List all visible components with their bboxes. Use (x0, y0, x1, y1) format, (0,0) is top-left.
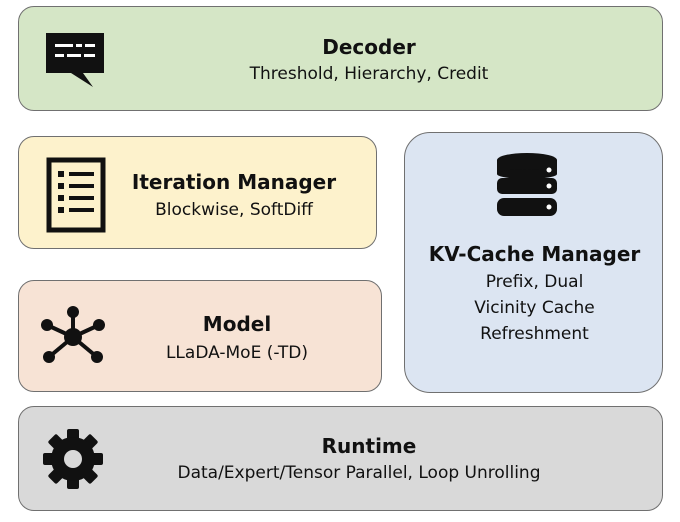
network-icon (41, 306, 105, 363)
model-subtitle: LLaDA-MoE (-TD) (165, 343, 309, 363)
kv-cache-line: Refreshment (480, 324, 589, 344)
kv-cache-manager-title: KV-Cache Manager (428, 242, 641, 266)
runtime-block: Runtime Data/Expert/Tensor Parallel, Loo… (18, 406, 663, 511)
iteration-manager-title: Iteration Manager (131, 170, 337, 194)
runtime-title: Runtime (321, 434, 417, 458)
kv-cache-manager-details: Prefix, Dual Vicinity Cache Refreshment (405, 269, 664, 347)
database-icon (497, 153, 557, 216)
gear-icon (43, 429, 103, 489)
kv-cache-line: Vicinity Cache (474, 298, 595, 318)
iteration-manager-block: Iteration Manager Blockwise, SoftDiff (18, 136, 377, 249)
message-icon (46, 33, 104, 87)
decoder-block: Decoder Threshold, Hierarchy, Credit (18, 6, 663, 111)
checklist-icon (46, 157, 106, 233)
decoder-title: Decoder (322, 35, 416, 59)
decoder-subtitle: Threshold, Hierarchy, Credit (249, 64, 489, 84)
model-title: Model (202, 312, 272, 336)
runtime-subtitle: Data/Expert/Tensor Parallel, Loop Unroll… (177, 463, 541, 483)
kv-cache-manager-block: KV-Cache Manager Prefix, Dual Vicinity C… (404, 132, 663, 393)
model-block: Model LLaDA-MoE (-TD) (18, 280, 382, 392)
iteration-manager-subtitle: Blockwise, SoftDiff (155, 200, 313, 220)
kv-cache-line: Prefix, Dual (485, 272, 584, 292)
